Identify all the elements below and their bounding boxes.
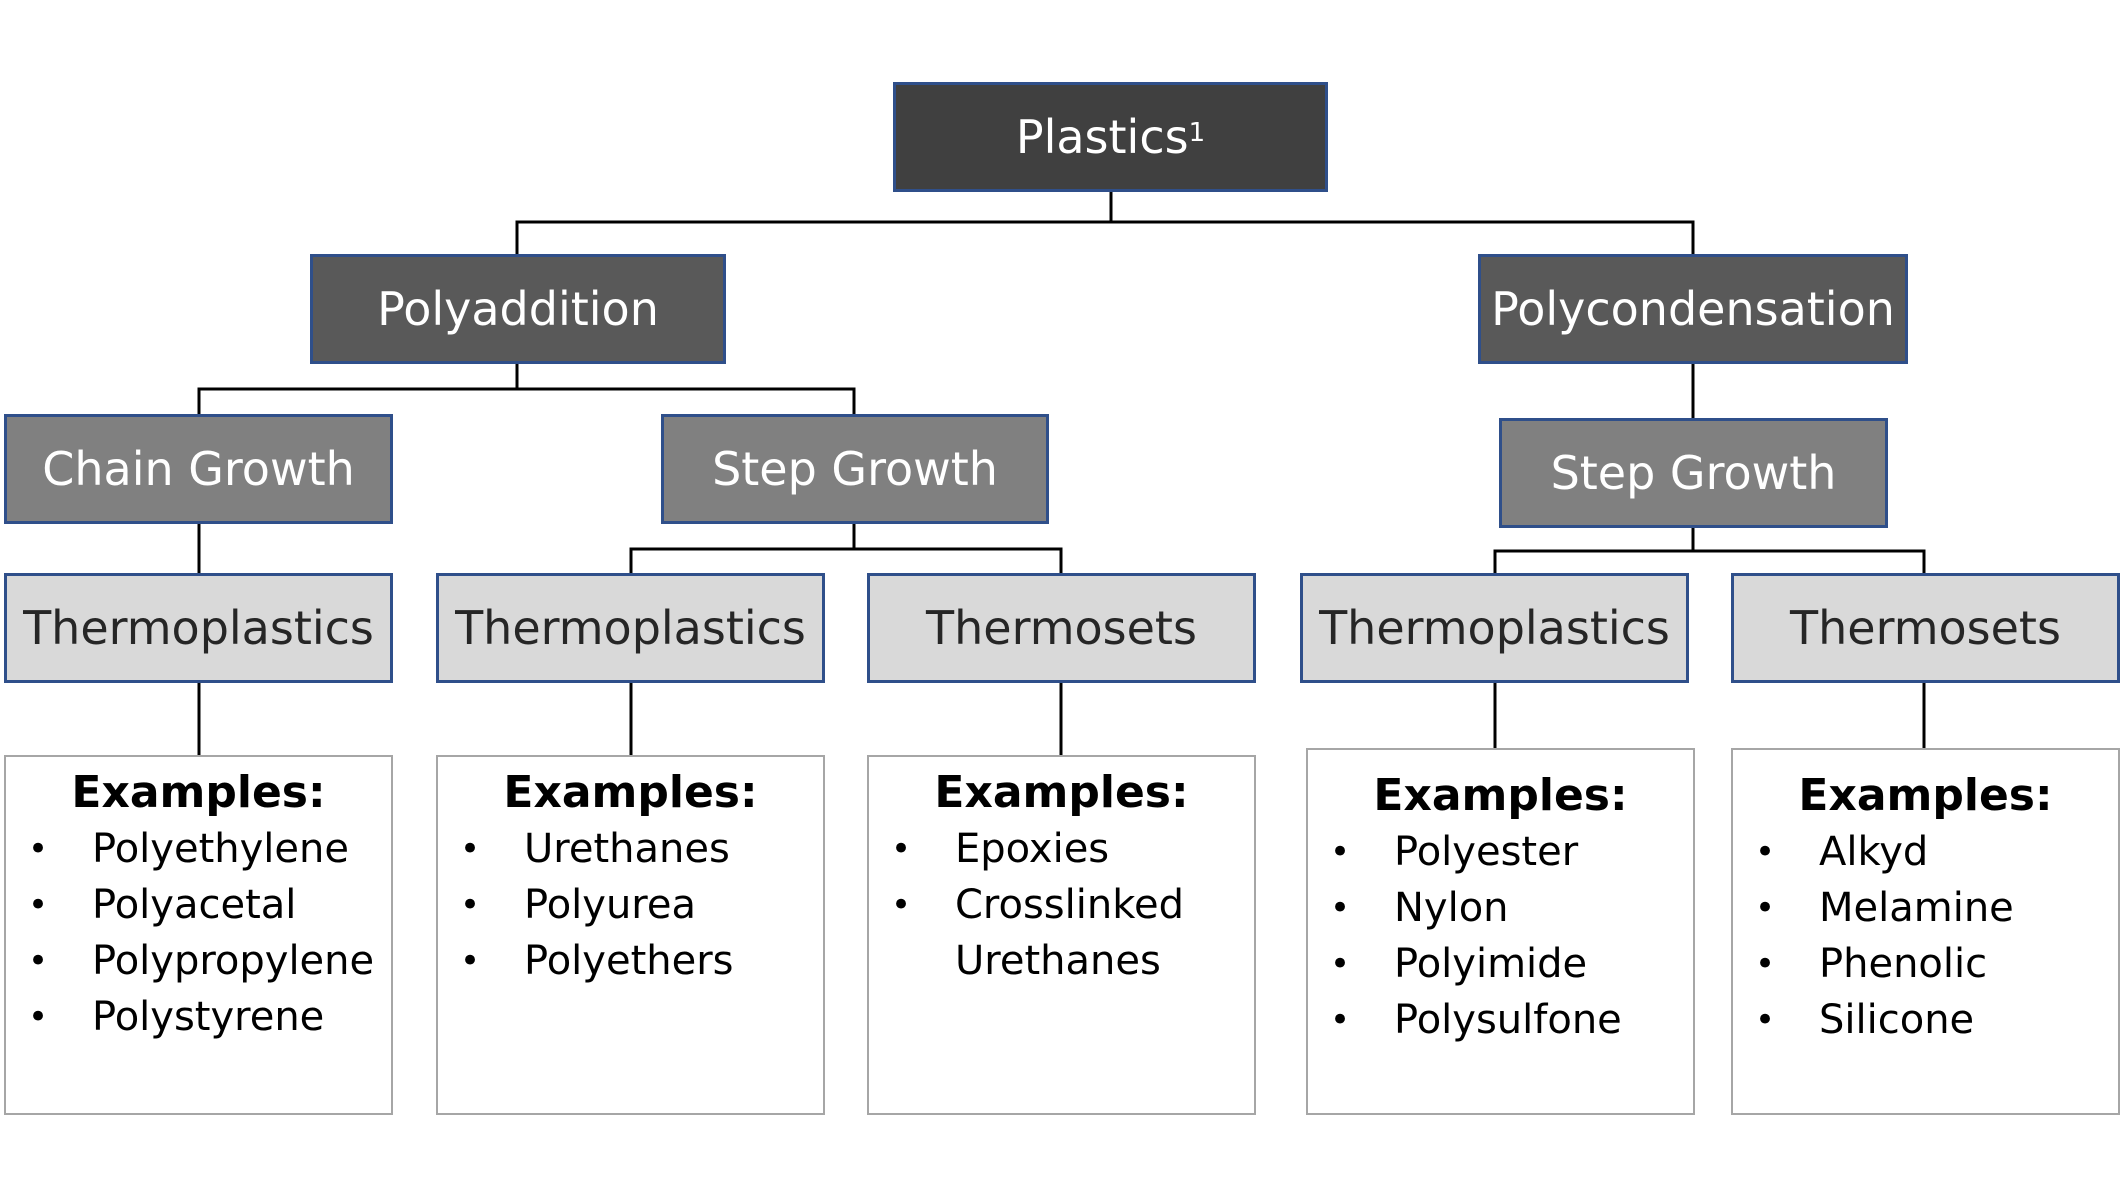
mechanism-node-step-growth-polycondensation: Step Growth [1499, 418, 1888, 528]
example-label: Polysulfone [1394, 997, 1622, 1043]
branch-node-polyaddition: Polyaddition [310, 254, 726, 364]
connector-polyaddition-mechanisms [197, 387, 856, 414]
bullet-icon: • [1755, 1000, 1776, 1040]
connector-stepgrowth-c-groups [1493, 549, 1926, 573]
bullet-icon: • [1330, 832, 1351, 872]
list-item: • Polyethylene [6, 821, 391, 877]
bullet-icon: • [28, 885, 49, 925]
bullet-icon: • [28, 997, 49, 1037]
root-label: Plastics [1015, 110, 1189, 164]
connector-stepgrowth-a-groups [629, 547, 1063, 573]
bullet-icon: • [1755, 944, 1776, 984]
bullet-icon: • [460, 941, 481, 981]
bullet-icon: • [1755, 888, 1776, 928]
examples-box-1: Examples: • Polyethylene • Polyacetal • Pol… [4, 755, 393, 1115]
list-item: • Phenolic [1733, 936, 2118, 992]
example-label: Polyethylene [92, 826, 349, 872]
examples-title: Examples: [1373, 770, 1628, 821]
mechanism-label: Step Growth [1550, 446, 1837, 500]
group-node-thermoplastics-2: Thermoplastics [436, 573, 825, 683]
group-node-thermoplastics-3: Thermoplastics [1300, 573, 1689, 683]
list-item: • Silicone [1733, 992, 2118, 1048]
group-label: Thermoplastics [1319, 601, 1670, 655]
bullet-icon: • [1755, 832, 1776, 872]
example-label: Polyethers [524, 938, 734, 984]
branch-label: Polycondensation [1491, 282, 1895, 336]
example-label: Polyurea [524, 882, 696, 928]
group-label: Thermoplastics [455, 601, 806, 655]
list-item: • Nylon [1308, 880, 1693, 936]
group-node-thermosets-1: Thermosets [867, 573, 1256, 683]
list-item: • Epoxies [869, 821, 1254, 877]
group-label: Thermoplastics [23, 601, 374, 655]
example-label: Phenolic [1819, 941, 1988, 987]
example-label: Polyimide [1394, 941, 1588, 987]
mechanism-node-step-growth-polyaddition: Step Growth [661, 414, 1049, 524]
bullet-icon: • [28, 829, 49, 869]
list-item: • Alkyd [1733, 824, 2118, 880]
connector-root-branches [515, 220, 1695, 254]
examples-list: • Urethanes • Polyurea • Polyethers [438, 821, 823, 989]
bullet-icon: • [460, 885, 481, 925]
example-label: Urethanes [524, 826, 730, 872]
bullet-icon: • [460, 829, 481, 869]
bullet-icon: • [891, 829, 912, 869]
branch-node-polycondensation: Polycondensation [1478, 254, 1908, 364]
list-item: • Polyurea [438, 877, 823, 933]
example-label: Crosslinked [955, 882, 1184, 928]
example-label: Silicone [1819, 997, 1975, 1043]
bullet-icon: • [1330, 1000, 1351, 1040]
example-label: Polyester [1394, 829, 1579, 875]
list-item: • Polyimide [1308, 936, 1693, 992]
mechanism-node-chain-growth: Chain Growth [4, 414, 393, 524]
bullet-icon: • [891, 885, 912, 925]
examples-title: Examples: [934, 767, 1189, 818]
group-label: Thermosets [1790, 601, 2061, 655]
examples-list: • Polyester • Nylon • Polyimide • Polysulfon… [1308, 824, 1693, 1048]
list-item: • Polypropylene [6, 933, 391, 989]
list-item: • Polyethers [438, 933, 823, 989]
examples-title: Examples: [71, 767, 326, 818]
list-item: • Polystyrene [6, 989, 391, 1045]
list-item: • Polyacetal [6, 877, 391, 933]
examples-box-4: Examples: • Polyester • Nylon • Polyimide •… [1306, 748, 1695, 1115]
example-label: Epoxies [955, 826, 1110, 872]
example-label: Alkyd [1819, 829, 1929, 875]
mechanism-label: Chain Growth [42, 442, 355, 496]
examples-box-5: Examples: • Alkyd • Melamine • Phenolic • Si… [1731, 748, 2120, 1115]
example-label: Polystyrene [92, 994, 325, 1040]
examples-title: Examples: [503, 767, 758, 818]
examples-list: • Alkyd • Melamine • Phenolic • Silicone [1733, 824, 2118, 1048]
example-label-continuation: Urethanes [955, 938, 1161, 984]
list-item: • Polysulfone [1308, 992, 1693, 1048]
group-label: Thermosets [926, 601, 1197, 655]
examples-title: Examples: [1798, 770, 2053, 821]
list-item: • Polyester [1308, 824, 1693, 880]
example-label: Polyacetal [92, 882, 297, 928]
list-item: • Urethanes [438, 821, 823, 877]
example-label: Nylon [1394, 885, 1509, 931]
branch-label: Polyaddition [377, 282, 659, 336]
mechanism-label: Step Growth [712, 442, 998, 496]
group-node-thermoplastics-1: Thermoplastics [4, 573, 393, 683]
bullet-icon: • [28, 941, 49, 981]
list-item: • Melamine [1733, 880, 2118, 936]
root-footnote-marker: 1 [1188, 118, 1206, 148]
example-label: Melamine [1819, 885, 2014, 931]
examples-box-2: Examples: • Urethanes • Polyurea • Polyethe… [436, 755, 825, 1115]
examples-list: • Polyethylene • Polyacetal • Polypropylene… [6, 821, 391, 1045]
example-label: Polypropylene [92, 938, 375, 984]
group-node-thermosets-2: Thermosets [1731, 573, 2120, 683]
bullet-icon: • [1330, 888, 1351, 928]
bullet-icon: • [1330, 944, 1351, 984]
